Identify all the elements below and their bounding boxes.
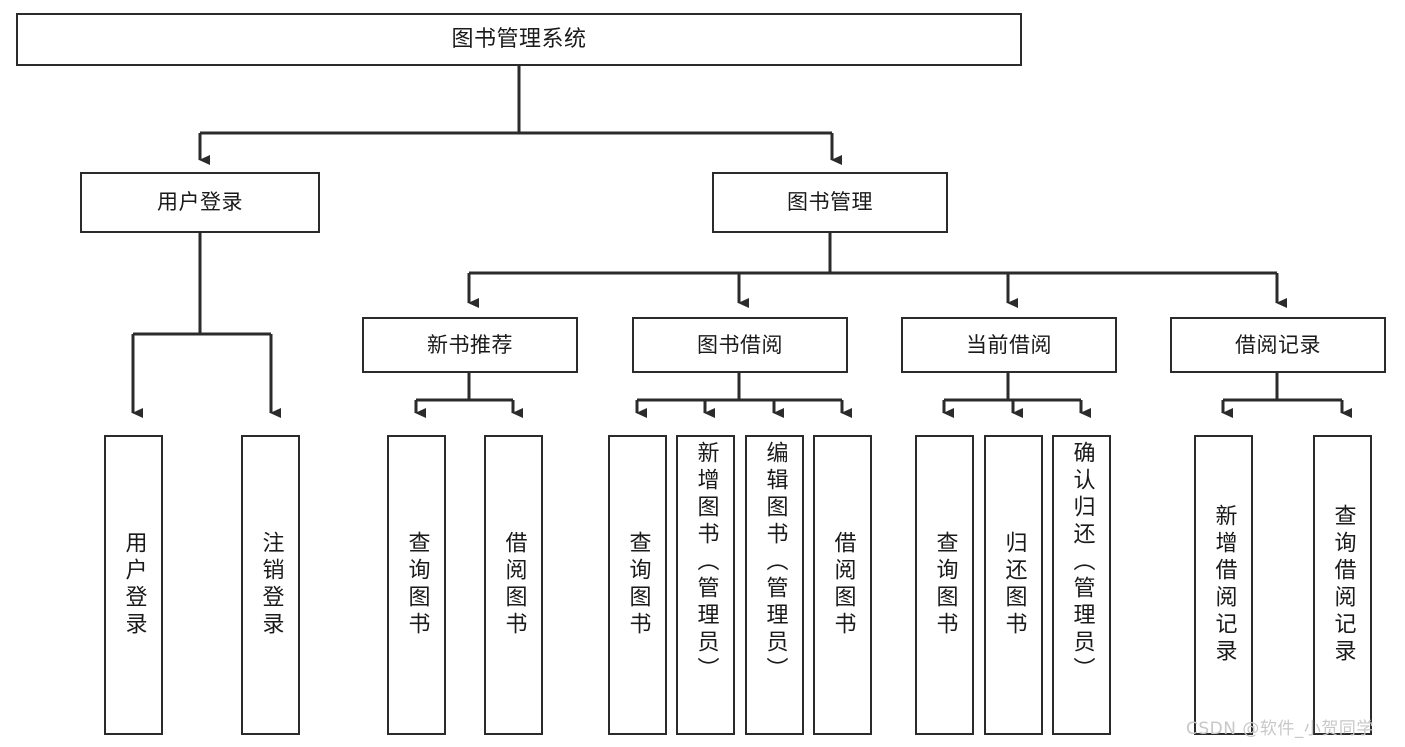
node-leaf-query-book-1[interactable]: 查询图书: [387, 435, 446, 735]
node-label: 用户登录: [121, 531, 147, 639]
node-leaf-query-book-3[interactable]: 查询图书: [915, 435, 974, 735]
node-leaf-add-borrow-record[interactable]: 新增借阅记录: [1194, 435, 1253, 735]
node-label: 查询图书: [404, 531, 430, 639]
node-label: 图书管理: [787, 190, 873, 215]
node-root-book-management-system[interactable]: 图书管理系统: [16, 13, 1022, 66]
node-label: 查询借阅记录: [1330, 504, 1356, 666]
node-leaf-query-book-2[interactable]: 查询图书: [608, 435, 667, 735]
node-label: 归还图书: [1001, 531, 1027, 639]
node-label: 借阅图书: [830, 531, 856, 639]
node-new-book-recommendation[interactable]: 新书推荐: [362, 317, 578, 373]
node-label: 新增借阅记录: [1211, 504, 1237, 666]
node-label: 编辑图书（管理员）: [762, 441, 788, 684]
node-label: 图书管理系统: [451, 26, 587, 52]
node-leaf-borrow-book-1[interactable]: 借阅图书: [484, 435, 543, 735]
node-user-login[interactable]: 用户登录: [80, 172, 320, 233]
node-leaf-logout[interactable]: 注销登录: [241, 435, 300, 735]
node-label: 查询图书: [625, 531, 651, 639]
node-leaf-return-book[interactable]: 归还图书: [984, 435, 1043, 735]
node-current-borrow[interactable]: 当前借阅: [901, 317, 1117, 373]
node-label: 当前借阅: [966, 332, 1052, 357]
node-book-management[interactable]: 图书管理: [712, 172, 948, 233]
node-label: 新增图书（管理员）: [693, 441, 719, 684]
node-label: 新书推荐: [427, 332, 513, 357]
watermark-text: CSDN @软件_小贺同学: [1186, 719, 1374, 739]
node-leaf-confirm-return-admin[interactable]: 确认归还（管理员）: [1052, 435, 1111, 735]
node-label: 注销登录: [258, 531, 284, 639]
node-leaf-borrow-book-2[interactable]: 借阅图书: [813, 435, 872, 735]
node-leaf-user-login[interactable]: 用户登录: [104, 435, 163, 735]
node-leaf-edit-book-admin[interactable]: 编辑图书（管理员）: [745, 435, 804, 735]
node-book-borrow[interactable]: 图书借阅: [632, 317, 848, 373]
node-borrow-record[interactable]: 借阅记录: [1170, 317, 1386, 373]
node-leaf-add-book-admin[interactable]: 新增图书（管理员）: [676, 435, 735, 735]
node-label: 借阅记录: [1235, 332, 1321, 357]
node-leaf-query-borrow-record[interactable]: 查询借阅记录: [1313, 435, 1372, 735]
node-label: 查询图书: [932, 531, 958, 639]
node-label: 图书借阅: [697, 332, 783, 357]
node-label: 用户登录: [157, 190, 243, 215]
node-label: 借阅图书: [501, 531, 527, 639]
node-label: 确认归还（管理员）: [1069, 441, 1095, 684]
